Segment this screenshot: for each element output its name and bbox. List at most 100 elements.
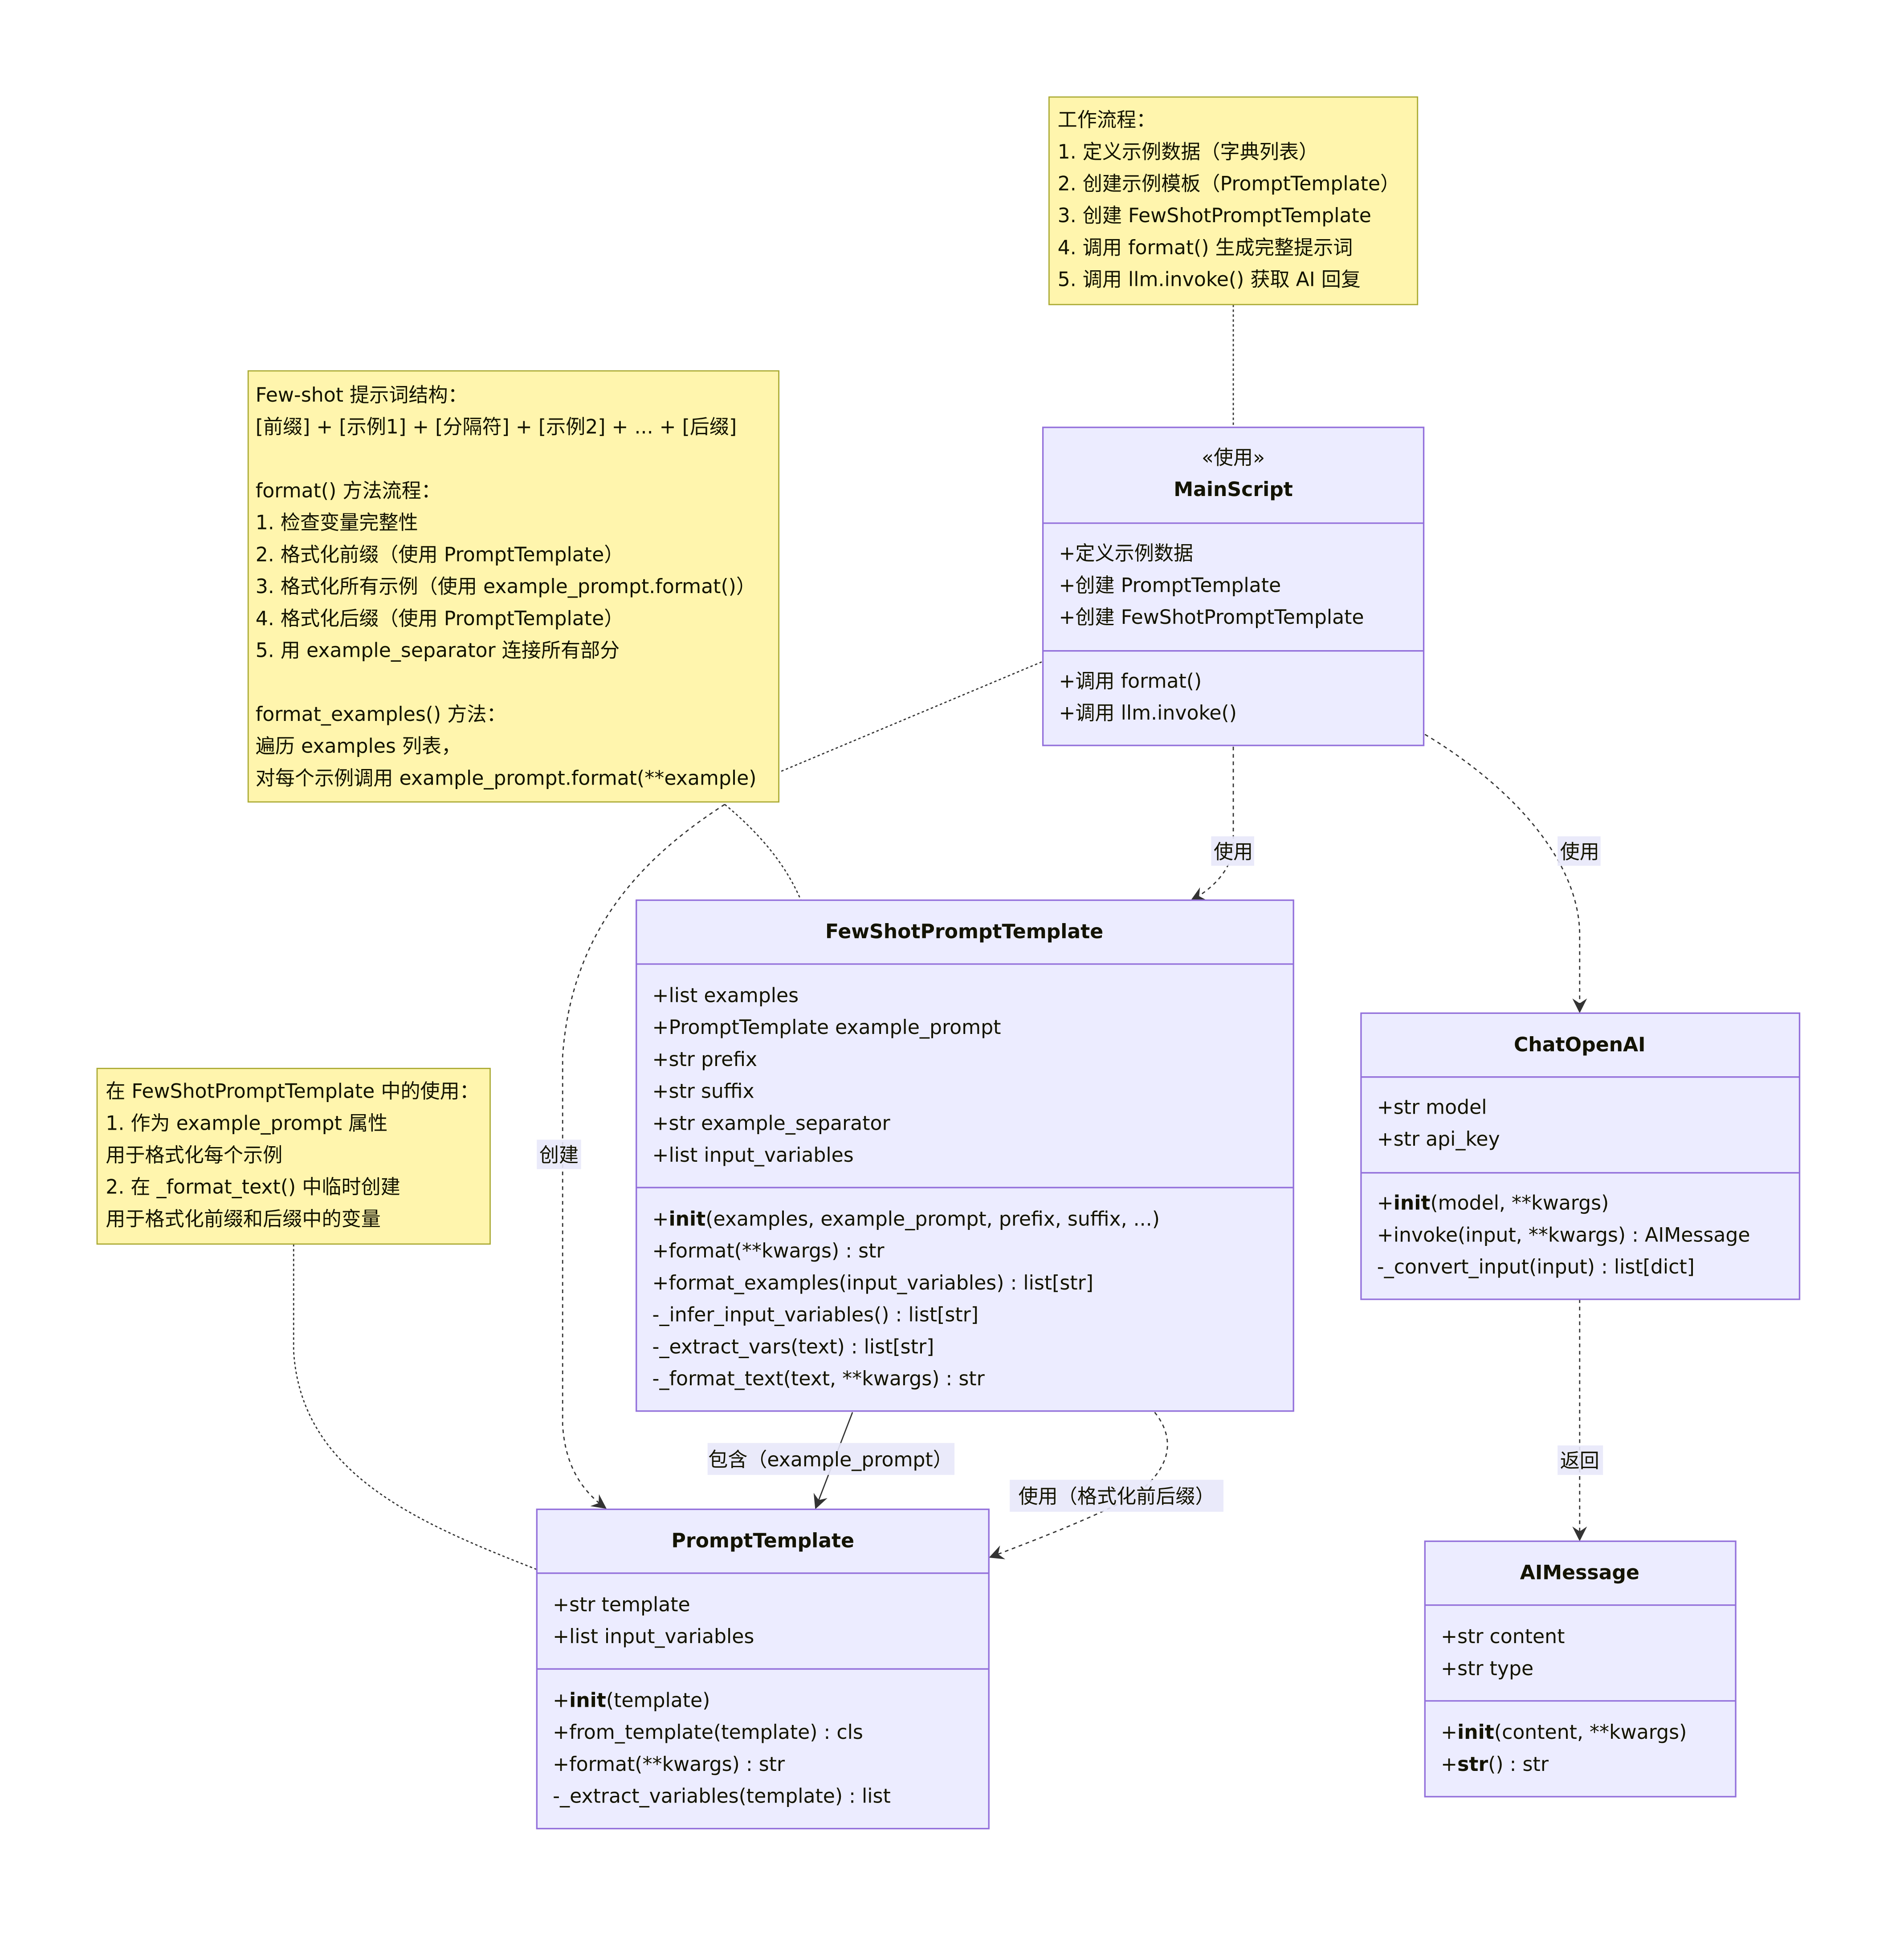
class-attribute: +PromptTemplate example_prompt: [652, 1016, 1001, 1039]
edge-usage-note-to-prompttemplate: [293, 1244, 537, 1570]
edge-label-text: 创建: [539, 1144, 579, 1167]
class-method: +init(model, **kwargs): [1377, 1192, 1609, 1215]
class-name: FewShotPromptTemplate: [825, 920, 1103, 943]
class-attributes: +定义示例数据 +创建 PromptTemplate +创建 FewShotPr…: [1059, 542, 1364, 629]
note-workflow: 工作流程： 1. 定义示例数据（字典列表） 2. 创建示例模板（PromptTe…: [1048, 96, 1419, 305]
note-line: 2. 在 _format_text() 中临时创建: [106, 1176, 400, 1199]
edge-labels: 使用 使用 创建 包含（example_prompt） 使用（格式化前后缀） 返…: [537, 836, 1603, 1512]
note-workflow-lines: 工作流程： 1. 定义示例数据（字典列表） 2. 创建示例模板（PromptTe…: [1058, 109, 1400, 291]
edge-label-text: 使用: [1214, 841, 1253, 863]
class-method: +init(content, **kwargs): [1441, 1721, 1687, 1744]
class-attributes: +str template +list input_variables: [553, 1593, 754, 1648]
class-method: +format(**kwargs) : str: [553, 1753, 785, 1776]
class-mainscript[interactable]: «使用» MainScript +定义示例数据 +创建 PromptTempla…: [1042, 427, 1425, 746]
class-methods: +init(model, **kwargs) +invoke(input, **…: [1377, 1192, 1750, 1278]
note-line: 2. 格式化前缀（使用 PromptTemplate）: [256, 543, 624, 566]
edge-label-text: 包含（example_prompt）: [708, 1449, 953, 1471]
edge-label-text: 使用: [1560, 841, 1599, 863]
edge-main-to-fewshot: [1190, 746, 1234, 901]
class-method: +init(template): [553, 1689, 710, 1712]
class-methods: +init(content, **kwargs) +str() : str: [1441, 1721, 1687, 1776]
class-method: +from_template(template) : cls: [553, 1721, 863, 1744]
edge-label-chat-to-aimessage: 返回: [1557, 1445, 1603, 1475]
note-line: 遍历 examples 列表，: [256, 735, 461, 758]
class-method: +format_examples(input_variables) : list…: [652, 1272, 1093, 1294]
edge-label-text: 返回: [1560, 1450, 1599, 1473]
class-method: -_convert_input(input) : list[dict]: [1377, 1256, 1695, 1278]
edge-label-main-to-prompttemplate: 创建: [537, 1139, 581, 1169]
edge-structure-note-to-mainscript: [781, 661, 1042, 772]
class-name: PromptTemplate: [671, 1530, 854, 1552]
edge-label-main-to-chat: 使用: [1557, 836, 1601, 866]
class-attribute: +str prefix: [652, 1048, 758, 1071]
class-attributes: +list examples +PromptTemplate example_p…: [652, 984, 1001, 1167]
class-methods: +init(examples, example_prompt, prefix, …: [652, 1208, 1160, 1390]
note-line: 5. 调用 llm.invoke() 获取 AI 回复: [1058, 269, 1361, 291]
note-line: 4. 格式化后缀（使用 PromptTemplate）: [256, 607, 624, 630]
class-attribute: +list examples: [652, 984, 799, 1007]
note-line: 3. 创建 FewShotPromptTemplate: [1058, 204, 1371, 227]
class-attribute: +list input_variables: [553, 1625, 754, 1648]
edge-label-fewshot-contains: 包含（example_prompt）: [707, 1443, 955, 1475]
class-chatopenai[interactable]: ChatOpenAI +str model +str api_key +init…: [1360, 1012, 1801, 1300]
class-attribute: +str suffix: [652, 1080, 754, 1103]
note-structure-lines: Few-shot 提示词结构： [前缀] + [示例1] + [分隔符] + […: [256, 384, 757, 789]
class-attribute: +list input_variables: [652, 1144, 854, 1167]
class-method: -_infer_input_variables() : list[str]: [652, 1304, 979, 1327]
class-method: +调用 format(): [1059, 670, 1202, 692]
class-name: AIMessage: [1520, 1562, 1639, 1584]
class-attribute: +创建 FewShotPromptTemplate: [1059, 606, 1364, 629]
class-method: +invoke(input, **kwargs) : AIMessage: [1377, 1224, 1750, 1246]
class-attributes: +str model +str api_key: [1377, 1096, 1500, 1151]
edge-label-text: 使用（格式化前后缀）: [1019, 1485, 1215, 1508]
class-method: +调用 llm.invoke(): [1059, 702, 1237, 724]
class-method: -_extract_vars(text) : list[str]: [652, 1335, 934, 1358]
class-name: MainScript: [1174, 478, 1293, 501]
class-attribute: +str type: [1441, 1657, 1533, 1680]
edge-main-to-prompttemplate: [562, 804, 726, 1509]
note-line: Few-shot 提示词结构：: [256, 384, 468, 407]
note-structure: Few-shot 提示词结构： [前缀] + [示例1] + [分隔符] + […: [247, 370, 780, 803]
class-fewshotprompttemplate[interactable]: FewShotPromptTemplate +list examples +Pr…: [636, 899, 1294, 1412]
note-usage-lines: 在 FewShotPromptTemplate 中的使用： 1. 作为 exam…: [106, 1080, 479, 1231]
class-method: +str() : str: [1441, 1753, 1549, 1776]
class-aimessage[interactable]: AIMessage +str content +str type +init(c…: [1424, 1540, 1737, 1798]
edge-label-fewshot-uses: 使用（格式化前后缀）: [1010, 1480, 1224, 1512]
class-attribute: +str api_key: [1377, 1128, 1500, 1151]
class-attribute: +str example_separator: [652, 1112, 891, 1135]
note-line: 用于格式化前缀和后缀中的变量: [106, 1208, 381, 1230]
note-line: 5. 用 example_separator 连接所有部分: [256, 639, 620, 662]
note-line: 3. 格式化所有示例（使用 example_prompt.format()）: [256, 575, 756, 598]
class-attribute: +str content: [1441, 1625, 1565, 1648]
note-line: 1. 检查变量完整性: [256, 512, 418, 534]
edge-main-to-chat: [1424, 734, 1587, 1013]
note-line: 工作流程：: [1058, 109, 1156, 131]
note-line: format_examples() 方法：: [256, 703, 506, 726]
class-prompttemplate[interactable]: PromptTemplate +str template +list input…: [536, 1508, 990, 1830]
note-line: 1. 定义示例数据（字典列表）: [1058, 141, 1318, 163]
class-method: +init(examples, example_prompt, prefix, …: [652, 1208, 1160, 1230]
class-attribute: +定义示例数据: [1059, 542, 1193, 565]
class-method: +format(**kwargs) : str: [652, 1240, 885, 1262]
note-line: 1. 作为 example_prompt 属性: [106, 1112, 387, 1135]
class-method: -_extract_variables(template) : list: [553, 1785, 891, 1808]
class-attribute: +str template: [553, 1593, 690, 1616]
note-line: 用于格式化每个示例: [106, 1144, 282, 1167]
edge-structure-note-to-fewshot: [724, 804, 802, 901]
note-line: 2. 创建示例模板（PromptTemplate）: [1058, 172, 1400, 195]
class-method: -_format_text(text, **kwargs) : str: [652, 1367, 985, 1390]
class-stereotype: «使用»: [1202, 447, 1265, 469]
class-attribute: +创建 PromptTemplate: [1059, 574, 1281, 597]
note-usage: 在 FewShotPromptTemplate 中的使用： 1. 作为 exam…: [96, 1068, 491, 1245]
class-methods: +init(template) +from_template(template)…: [553, 1689, 891, 1808]
edge-label-main-to-fewshot: 使用: [1211, 836, 1254, 866]
note-line: format() 方法流程：: [256, 480, 441, 502]
class-name: ChatOpenAI: [1514, 1034, 1646, 1056]
class-attribute: +str model: [1377, 1096, 1487, 1119]
note-line: 在 FewShotPromptTemplate 中的使用：: [106, 1080, 479, 1103]
class-attributes: +str content +str type: [1441, 1625, 1565, 1680]
class-methods: +调用 format() +调用 llm.invoke(): [1059, 670, 1237, 724]
note-line: 对每个示例调用 example_prompt.format(**example): [256, 767, 757, 789]
note-line: [前缀] + [示例1] + [分隔符] + [示例2] + ... + [后缀…: [256, 416, 737, 439]
